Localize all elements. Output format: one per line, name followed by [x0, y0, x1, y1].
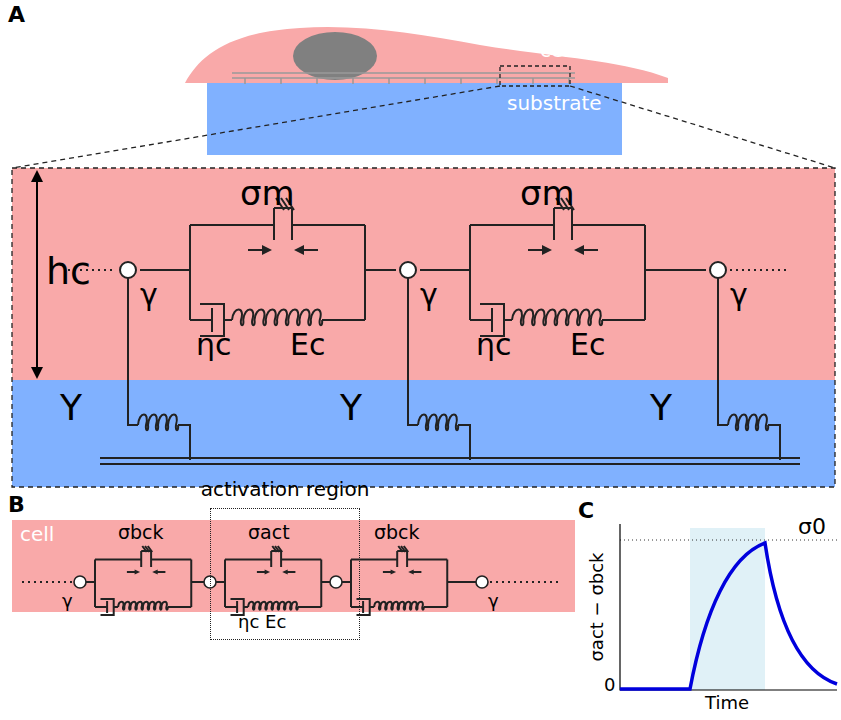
- tension-label: γ: [62, 592, 73, 610]
- panel-letter: B: [8, 494, 25, 516]
- friction-label: σm: [520, 176, 575, 210]
- tension-label: γ: [420, 280, 438, 310]
- max-stress-label: σ0: [798, 516, 826, 538]
- tension-label: γ: [488, 592, 499, 610]
- tension-label: γ: [730, 280, 748, 310]
- substrate-stiffness-label: Y: [340, 390, 362, 426]
- axis-tick: 0: [604, 676, 615, 694]
- node-label: substrate: [507, 93, 602, 113]
- node-label: cell: [540, 40, 574, 60]
- stiffness-label: Ec: [290, 330, 325, 360]
- background-stress-label: σbck: [118, 523, 164, 542]
- panel-letter: C: [578, 500, 594, 522]
- node-label: cell: [20, 524, 54, 544]
- background-stress-label: σbck: [374, 523, 420, 542]
- substrate-block: substrate: [207, 83, 622, 155]
- axis-label: σact − σbck: [588, 552, 606, 661]
- panel-letter: A: [8, 4, 25, 26]
- friction-label: σm: [240, 176, 295, 210]
- node-label: activation region: [201, 479, 370, 499]
- stiffness-label: Ec: [570, 330, 605, 360]
- active-stress-label: σact: [248, 523, 290, 542]
- viscosity-label: ηc: [196, 330, 232, 360]
- cell-shape: cell: [185, 28, 668, 83]
- substrate-stiffness-label: Y: [60, 390, 82, 426]
- tension-label: γ: [140, 280, 158, 310]
- substrate-stiffness-label: Y: [650, 390, 672, 426]
- height-label: hc: [46, 252, 91, 290]
- viscosity-label: ηc: [476, 330, 512, 360]
- element-params-label: ηc Ec: [238, 613, 286, 631]
- axis-label: Time: [705, 694, 749, 712]
